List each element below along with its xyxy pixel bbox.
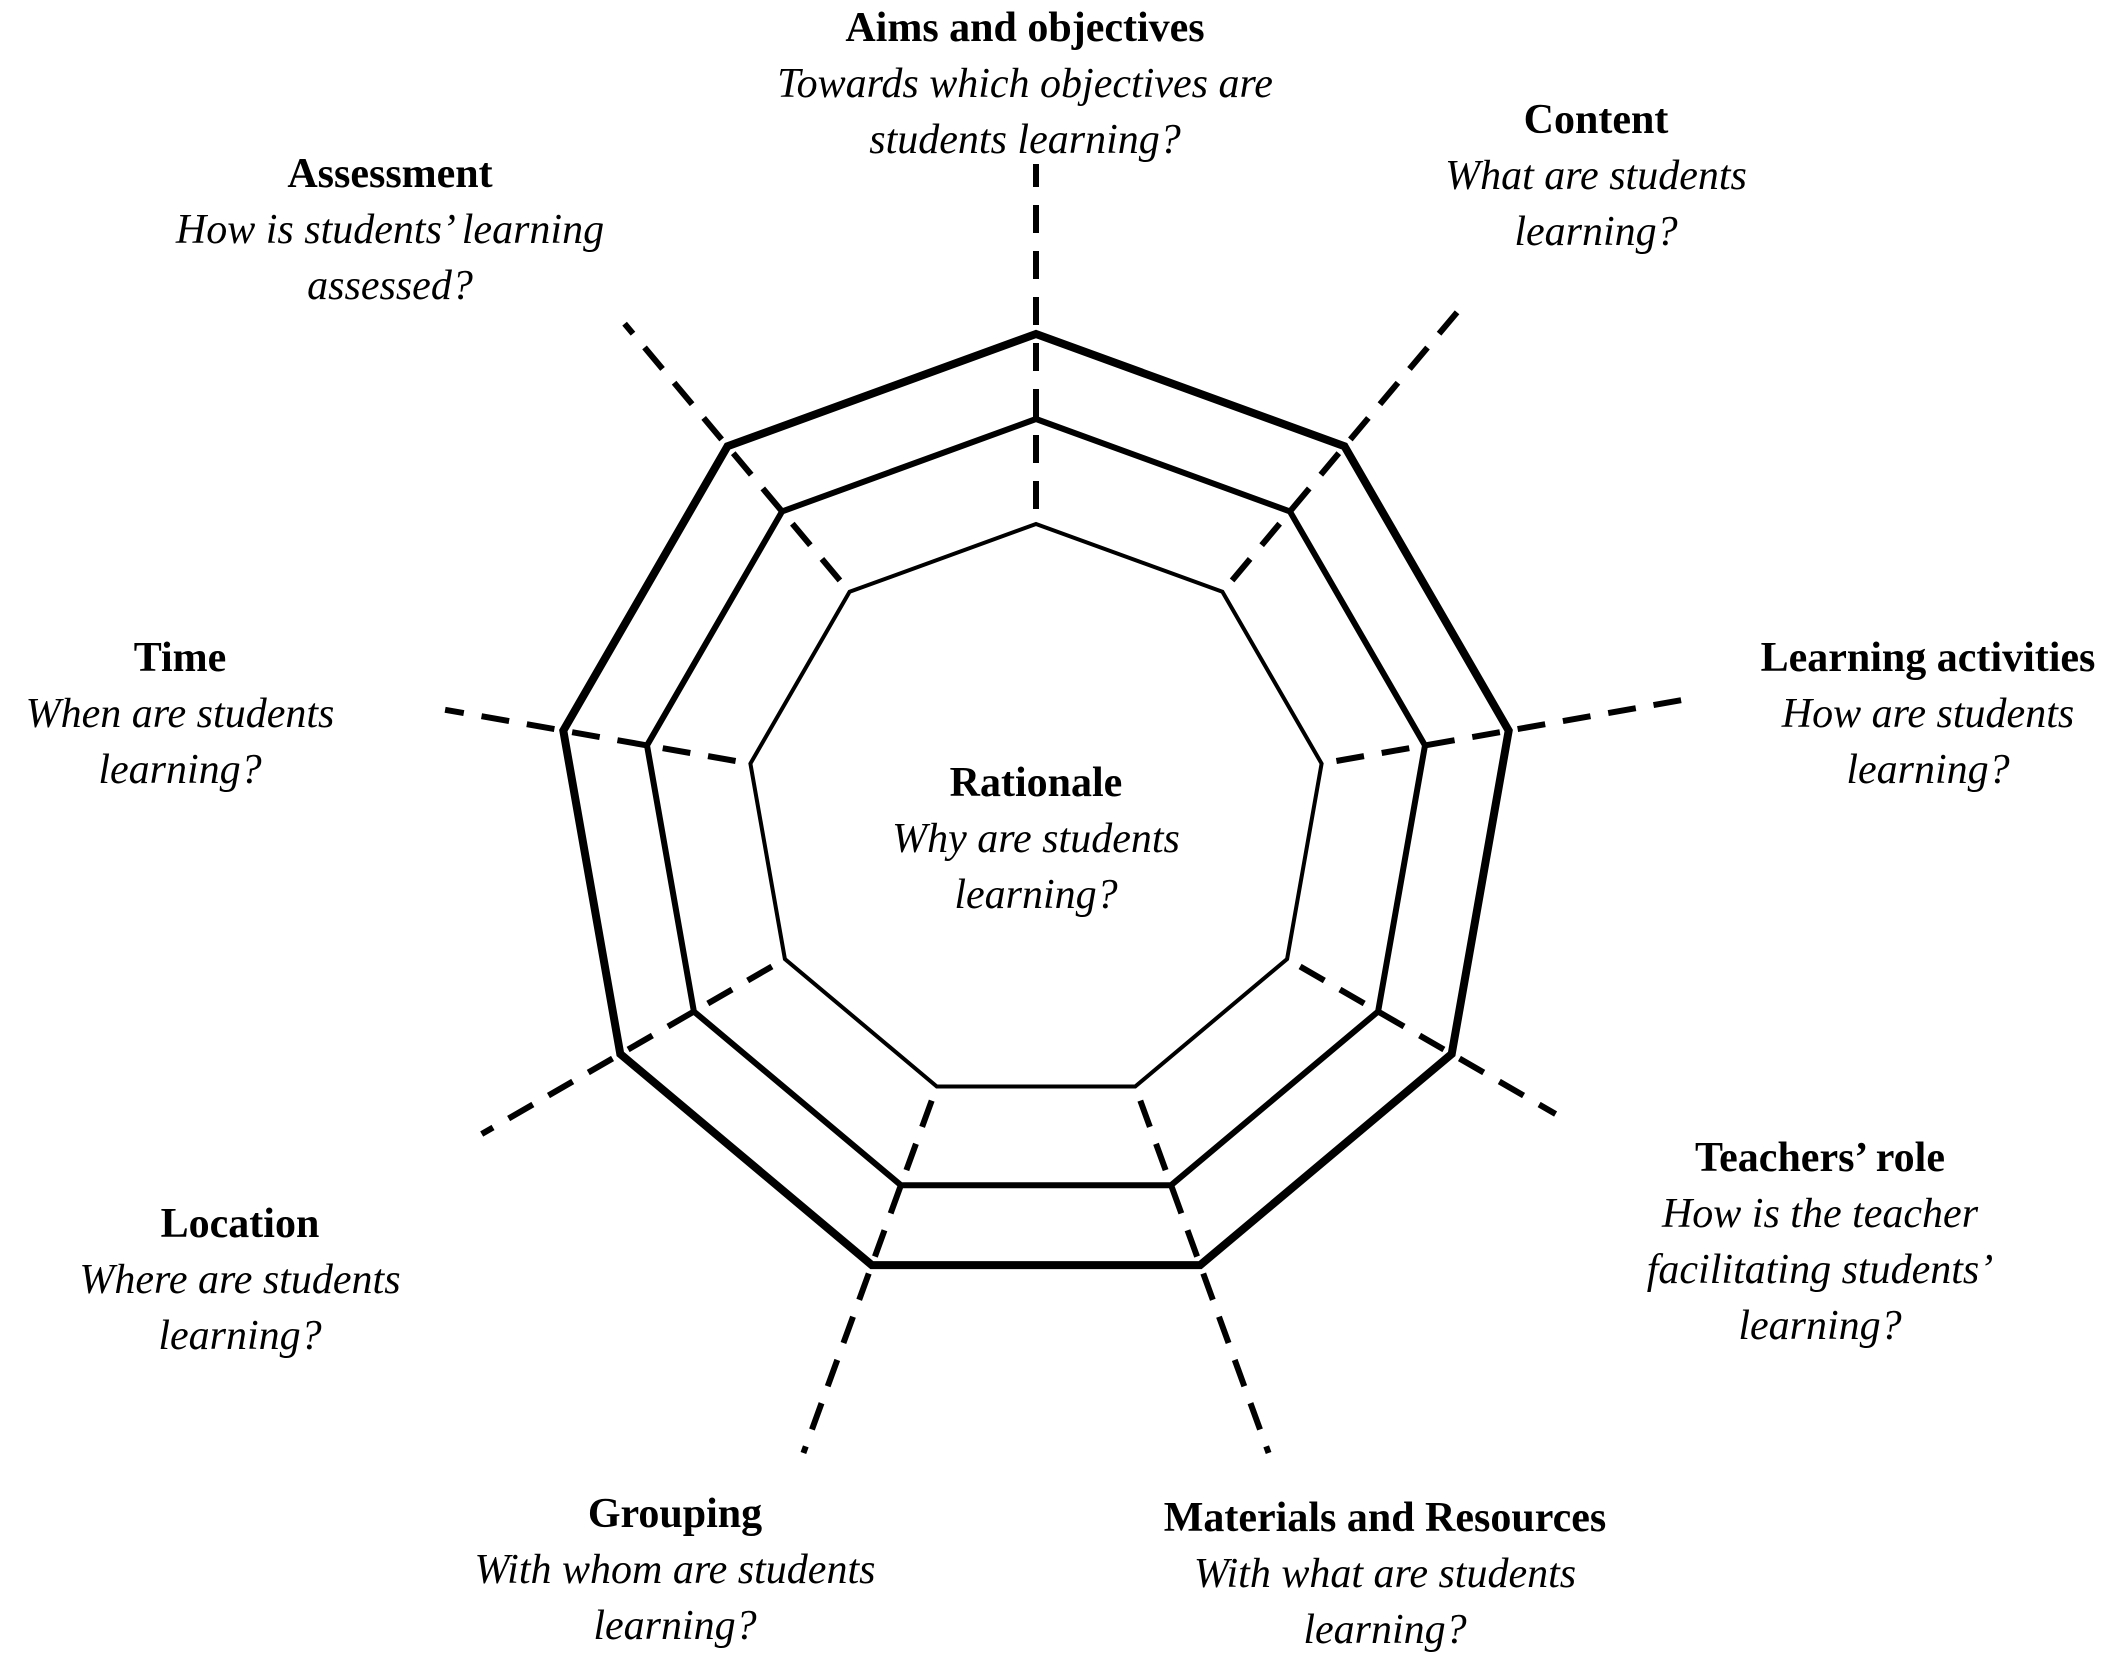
materials-title: Materials and Resources — [1163, 1495, 1607, 1541]
materials-label: Materials and Resources With what are st… — [1110, 1490, 1660, 1658]
teachers-role-question: How is the teacher facilitating students… — [1646, 1191, 1994, 1349]
teachers-role-label: Teachers’ role How is the teacher facili… — [1590, 1130, 2050, 1354]
outer-ring — [559, 329, 1513, 1270]
time-title: Time — [133, 635, 227, 681]
aims-label: Aims and objectives Towards which object… — [695, 0, 1355, 168]
grouping-title: Grouping — [587, 1491, 763, 1537]
teachers-role-title: Teachers’ role — [1695, 1135, 1945, 1181]
inner-ring — [748, 521, 1324, 1089]
content-title: Content — [1523, 97, 1669, 143]
location-title: Location — [160, 1201, 320, 1247]
learning-activities-title: Learning activities — [1760, 635, 2096, 681]
dashed-spokes — [444, 164, 1692, 1455]
aims-title: Aims and objectives — [845, 5, 1205, 51]
aims-question: Towards which objectives are students le… — [777, 61, 1273, 163]
spoke-learning-activities — [1335, 695, 1692, 764]
assessment-label: Assessment How is students’ learning ass… — [140, 146, 640, 314]
time-label: Time When are students learning? — [0, 630, 360, 798]
content-label: Content What are students learning? — [1396, 92, 1796, 260]
spoke-location — [480, 963, 774, 1137]
location-question: Where are students learning? — [79, 1257, 401, 1359]
spoke-assessment — [622, 321, 843, 583]
content-question: What are students learning? — [1445, 153, 1747, 255]
spoke-grouping — [800, 1099, 935, 1455]
rationale-question: Why are students learning? — [892, 816, 1180, 918]
rationale-title: Rationale — [949, 760, 1123, 806]
spoke-time — [444, 706, 737, 764]
spoke-content — [1229, 302, 1466, 583]
spoke-teachers-role — [1298, 963, 1558, 1117]
learning-activities-label: Learning activities How are students lea… — [1728, 630, 2128, 798]
grouping-label: Grouping With whom are students learning… — [425, 1486, 925, 1654]
assessment-question: How is students’ learning assessed? — [175, 207, 605, 309]
materials-question: With what are students learning? — [1193, 1551, 1577, 1653]
location-label: Location Where are students learning? — [40, 1196, 440, 1364]
assessment-title: Assessment — [287, 151, 493, 197]
time-question: When are students learning? — [25, 691, 335, 793]
rationale-label: Rationale Why are students learning? — [836, 755, 1236, 923]
learning-activities-question: How are students learning? — [1781, 691, 2075, 793]
grouping-question: With whom are students learning? — [474, 1547, 876, 1649]
middle-ring — [643, 415, 1429, 1189]
spoke-materials — [1137, 1099, 1272, 1455]
